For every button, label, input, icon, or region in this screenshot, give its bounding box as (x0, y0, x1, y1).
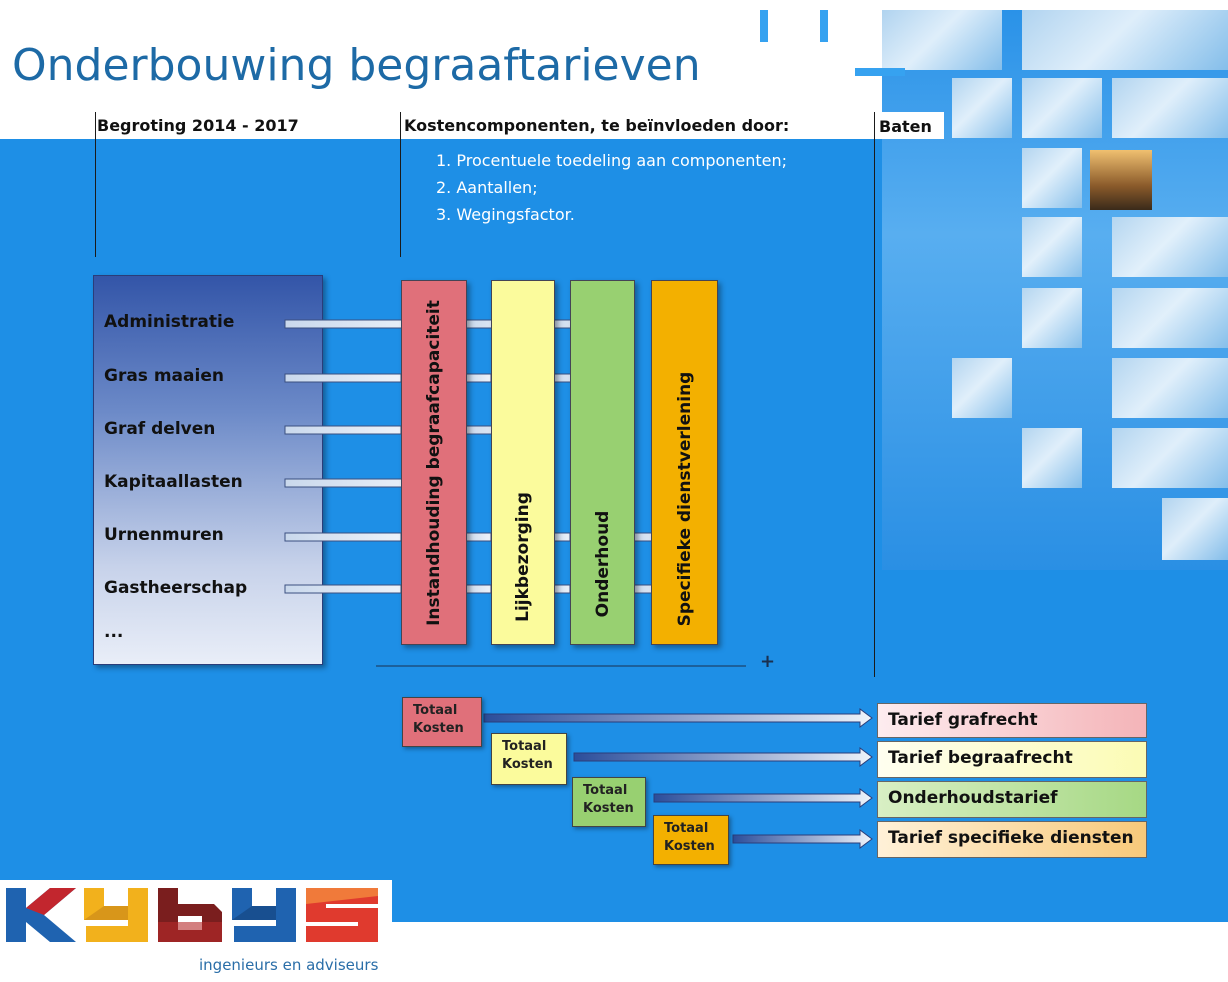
totaal-line: Totaal (413, 703, 458, 718)
logo-tagline: ingenieurs en adviseurs (199, 956, 379, 974)
divider-line (874, 112, 875, 677)
cost-item: Administratie (104, 312, 235, 332)
factor-list: 1. Procentuele toedeling aan componenten… (436, 147, 787, 228)
decor-bar (855, 68, 905, 76)
decor-bar (760, 10, 768, 42)
divider-line (400, 112, 401, 257)
component-lijkbezorging: Lijkbezorging (491, 280, 555, 645)
divider-line (95, 112, 96, 257)
component-onderhoud: Onderhoud (570, 280, 635, 645)
sky-photo-decoration (882, 10, 1228, 570)
totaal-kosten-box: Totaal Kosten (402, 697, 482, 747)
totaal-kosten-box: Totaal Kosten (653, 815, 729, 865)
cost-item: ... (104, 622, 124, 642)
kosten-line: Kosten (502, 757, 553, 772)
tarief-box: Tarief specifieke diensten (877, 821, 1147, 858)
component-label: Specifieke dienstverlening (674, 371, 695, 627)
total-arrow (483, 708, 873, 849)
component-label: Lijkbezorging (513, 492, 533, 622)
totaal-kosten-box: Totaal Kosten (491, 733, 567, 785)
kosten-line: Kosten (664, 839, 715, 854)
header-kosten: Kostencomponenten, te beïnvloeden door: (404, 116, 790, 135)
plus-sign: + (760, 651, 776, 672)
page-title: Onderbouwing begraaftarieven (12, 40, 701, 91)
cost-item: Urnenmuren (104, 525, 224, 545)
people-photo (1090, 150, 1152, 210)
component-specifiek: Specifieke dienstverlening (651, 280, 718, 645)
tarief-box: Tarief begraafrecht (877, 741, 1147, 778)
cost-item: Graf delven (104, 419, 216, 439)
factor-item: 2. Aantallen; (436, 178, 538, 197)
tarief-box: Tarief grafrecht (877, 703, 1147, 738)
tarief-box: Onderhoudstarief (877, 781, 1147, 818)
totaal-line: Totaal (583, 783, 628, 798)
factor-item: 1. Procentuele toedeling aan componenten… (436, 151, 788, 170)
kosten-line: Kosten (413, 721, 464, 736)
header-baten: Baten (879, 117, 932, 136)
kosten-line: Kosten (583, 801, 634, 816)
cost-items-box (93, 275, 323, 665)
totaal-kosten-box: Totaal Kosten (572, 777, 646, 827)
header-begroting: Begroting 2014 - 2017 (97, 116, 299, 135)
totaal-line: Totaal (502, 739, 547, 754)
component-label: Instandhouding begraafcapaciteit (424, 299, 444, 626)
kybys-logo (6, 888, 378, 942)
component-instandhouding: Instandhouding begraafcapaciteit (401, 280, 467, 645)
decor-bar (820, 10, 828, 42)
factor-item: 3. Wegingsfactor. (436, 205, 575, 224)
cost-item: Gras maaien (104, 366, 224, 386)
totaal-line: Totaal (664, 821, 709, 836)
cost-item: Gastheerschap (104, 578, 248, 598)
cost-item: Kapitaallasten (104, 472, 243, 492)
component-label: Onderhoud (592, 510, 613, 618)
